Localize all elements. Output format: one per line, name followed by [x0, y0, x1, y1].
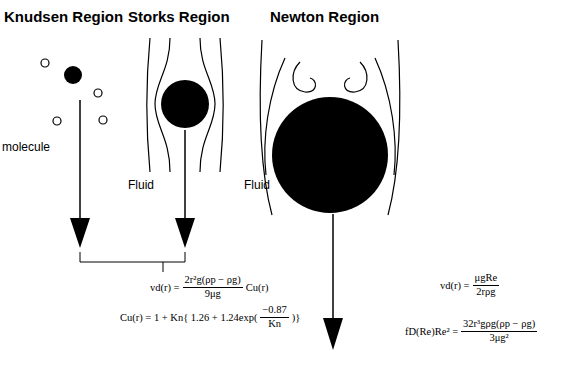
- fluid-label: Fluid: [128, 178, 154, 192]
- numerator: μgRe: [473, 272, 500, 286]
- numerator: −0.87: [260, 304, 288, 318]
- fluid-label: Fluid: [244, 178, 270, 192]
- bracket: [80, 252, 185, 272]
- fraction: μgRe2rρg: [473, 272, 500, 298]
- label-box: Storks Region: [128, 8, 230, 25]
- region-title: Newton Region: [270, 8, 379, 25]
- denominator: 2rρg: [474, 286, 497, 299]
- region-title: Storks Region: [128, 8, 230, 25]
- molecule-circle: [94, 89, 102, 97]
- arrow-shaft: [184, 130, 186, 220]
- fraction: 2r²g(ρp − ρg)9μg: [183, 274, 243, 300]
- numerator: 2r²g(ρp − ρg): [183, 274, 243, 288]
- streamline: [220, 38, 223, 172]
- formula-text: fD(Re)Re² =: [405, 326, 458, 337]
- label-box: Fluid: [244, 178, 270, 192]
- particle: [272, 97, 388, 213]
- denominator: 3μg²: [487, 332, 510, 345]
- streamline: [147, 38, 150, 172]
- particle: [64, 66, 82, 84]
- formula-text: )}: [292, 312, 301, 323]
- label-box: Newton Region: [270, 8, 379, 25]
- label-box: Fluid: [128, 178, 154, 192]
- formula: fD(Re)Re² =32r³gρg(ρp − ρg)3μg²: [405, 318, 540, 344]
- region-title: Knudsen Region: [4, 8, 123, 25]
- molecule-circle: [53, 117, 61, 125]
- label-box: molecule: [2, 140, 50, 154]
- arrow-head: [70, 218, 90, 248]
- formula-text: Cu(r): [246, 282, 269, 293]
- formula: Cu(r) = 1 + Kn{ 1.26 + 1.24exp(−0.87Kn)}: [120, 304, 300, 330]
- denominator: 9μg: [203, 288, 223, 301]
- arrow-shaft: [332, 214, 334, 320]
- label-box: Knudsen Region: [4, 8, 123, 25]
- arrow-head: [323, 318, 343, 350]
- streamline-curl: [345, 62, 367, 92]
- formula: vd(r) =μgRe2rρg: [440, 272, 502, 298]
- fraction: 32r³gρg(ρp − ρg)3μg²: [461, 318, 537, 344]
- formula: vd(r) =2r²g(ρp − ρg)9μgCu(r): [150, 274, 269, 300]
- formula-text: vd(r) =: [440, 280, 470, 291]
- numerator: 32r³gρg(ρp − ρg): [461, 318, 537, 332]
- denominator: Kn: [266, 318, 283, 331]
- arrow-head: [175, 218, 195, 248]
- formula-text: vd(r) =: [150, 282, 180, 293]
- particle: [161, 80, 209, 128]
- arrow-shaft: [79, 100, 81, 220]
- streamline-curl: [293, 62, 315, 92]
- molecule-circle: [41, 59, 49, 67]
- fraction: −0.87Kn: [260, 304, 288, 330]
- molecule-label: molecule: [2, 140, 50, 154]
- molecule-circle: [99, 116, 107, 124]
- formula-text: Cu(r) = 1 + Kn{ 1.26 + 1.24exp(: [120, 312, 257, 323]
